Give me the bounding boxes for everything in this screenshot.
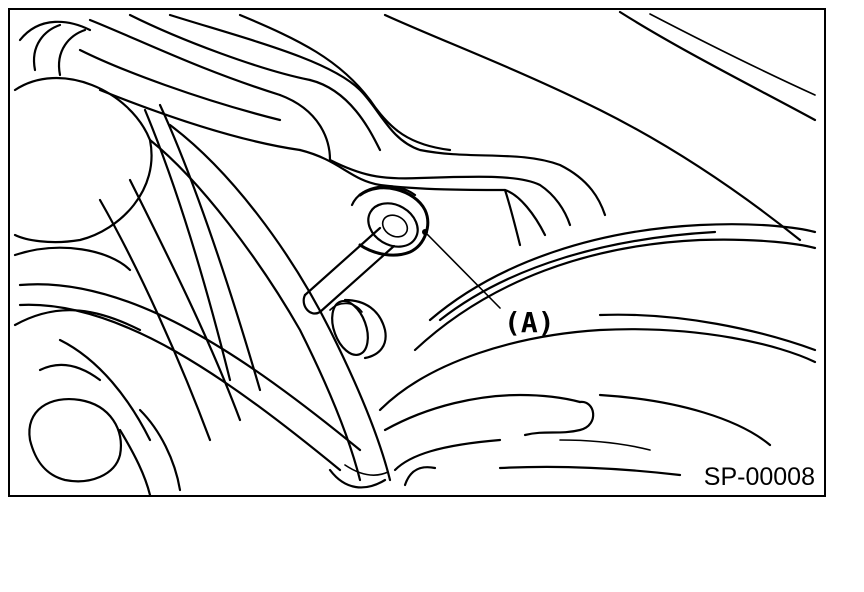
- callout-leader-line: [424, 231, 501, 309]
- line-art: [13, 10, 817, 497]
- callout-leader-dot: [422, 229, 428, 235]
- diagram-reference-code: SP-00008: [704, 463, 815, 491]
- callout-label-a: (A): [504, 306, 555, 339]
- diagram-frame: [8, 8, 826, 497]
